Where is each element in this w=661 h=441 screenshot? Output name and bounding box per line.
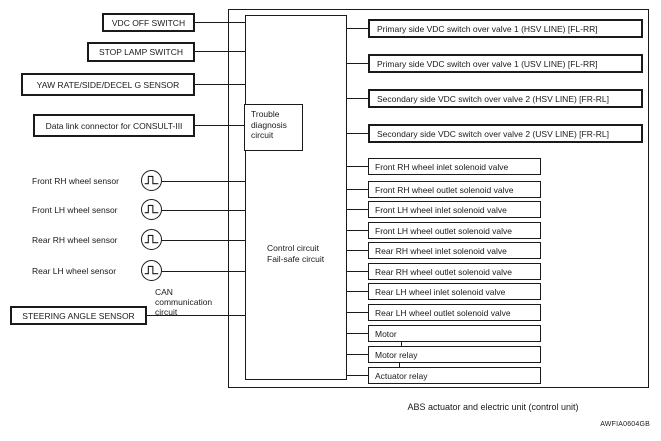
connector-line: [347, 271, 368, 272]
connector-line: [347, 333, 368, 334]
pulse-waveform-icon: [144, 175, 159, 185]
vdc-valve-box: Secondary side VDC switch over valve 2 (…: [368, 89, 643, 108]
vdc-off-switch-box: VDC OFF SWITCH: [102, 13, 195, 32]
trouble-diagnosis-circuit-box: Trouble diagnosis circuit: [244, 104, 303, 151]
diagram-caption: ABS actuator and electric unit (control …: [407, 402, 579, 412]
solenoid-valve-box: Front RH wheel outlet solenoid valve: [368, 181, 541, 198]
connector-line: [347, 354, 368, 355]
connector-line: [347, 28, 368, 29]
pulse-waveform-icon: [144, 204, 159, 214]
wheel-sensor-label: Front RH wheel sensor: [32, 176, 119, 186]
control-failsafe-circuit-box: [245, 15, 347, 380]
can-communication-circuit-label: CAN communication circuit: [155, 287, 213, 317]
pulse-waveform-icon: [144, 234, 159, 244]
solenoid-valve-box: Front LH wheel outlet solenoid valve: [368, 222, 541, 239]
connector-line: [399, 362, 400, 368]
actuator-relay-box: Actuator relay: [368, 367, 541, 384]
figure-code: AWFIA0604GB: [600, 421, 650, 428]
stop-lamp-switch-box: STOP LAMP SWITCH: [87, 42, 195, 62]
data-link-connector-box: Data link connector for CONSULT-III: [33, 114, 195, 137]
connector-line: [347, 133, 368, 134]
connector-line: [162, 181, 245, 182]
wheel-sensor-label: Front LH wheel sensor: [32, 205, 118, 215]
connector-line: [195, 125, 245, 126]
connector-line: [401, 341, 402, 347]
connector-line: [347, 230, 368, 231]
wheel-sensor-symbol: [141, 260, 162, 281]
vdc-valve-box: Secondary side VDC switch over valve 2 (…: [368, 124, 643, 143]
connector-line: [147, 315, 245, 316]
pulse-waveform-icon: [144, 265, 159, 275]
solenoid-valve-box: Rear LH wheel inlet solenoid valve: [368, 283, 541, 300]
wheel-sensor-symbol: [141, 229, 162, 250]
steering-angle-sensor-box: STEERING ANGLE SENSOR: [10, 306, 147, 325]
motor-relay-box: Motor relay: [368, 346, 541, 363]
motor-box: Motor: [368, 325, 541, 342]
connector-line: [195, 22, 245, 23]
connector-line: [347, 312, 368, 313]
connector-line: [347, 375, 368, 376]
solenoid-valve-box: Rear LH wheel outlet solenoid valve: [368, 304, 541, 321]
vdc-valve-box: Primary side VDC switch over valve 1 (US…: [368, 54, 643, 73]
vdc-valve-box: Primary side VDC switch over valve 1 (HS…: [368, 19, 643, 38]
yaw-rate-sensor-box: YAW RATE/SIDE/DECEL G SENSOR: [21, 73, 195, 96]
solenoid-valve-box: Rear RH wheel outlet solenoid valve: [368, 263, 541, 280]
connector-line: [162, 271, 245, 272]
wheel-sensor-label: Rear LH wheel sensor: [32, 266, 117, 276]
connector-line: [347, 189, 368, 190]
wheel-sensor-symbol: [141, 170, 162, 191]
wheel-sensor-symbol: [141, 199, 162, 220]
connector-line: [347, 291, 368, 292]
solenoid-valve-box: Rear RH wheel inlet solenoid valve: [368, 242, 541, 259]
wheel-sensor-label: Rear RH wheel sensor: [32, 235, 118, 245]
connector-line: [195, 84, 245, 85]
connector-line: [347, 98, 368, 99]
solenoid-valve-box: Front LH wheel inlet solenoid valve: [368, 201, 541, 218]
solenoid-valve-box: Front RH wheel inlet solenoid valve: [368, 158, 541, 175]
connector-line: [347, 209, 368, 210]
connector-line: [347, 63, 368, 64]
control-failsafe-label: Control circuit Fail-safe circuit: [267, 243, 325, 264]
connector-line: [347, 166, 368, 167]
connector-line: [195, 51, 245, 52]
connector-line: [162, 210, 245, 211]
connector-line: [162, 240, 245, 241]
connector-line: [347, 250, 368, 251]
